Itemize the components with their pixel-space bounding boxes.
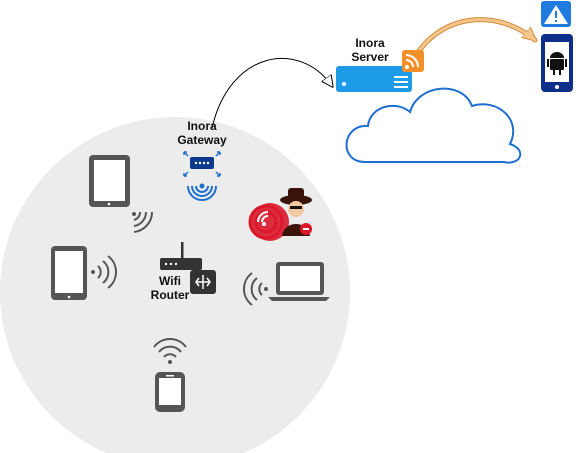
server-label-line1: Inora	[355, 36, 385, 50]
wifi-signal-icon	[91, 255, 117, 289]
attacker-icon	[248, 188, 312, 241]
server-label-line2: Server	[351, 50, 389, 64]
gateway-to-server-arrow	[211, 57, 332, 129]
cloud-icon	[345, 87, 522, 164]
gateway-label-line1: Inora	[187, 119, 217, 133]
rss-icon	[402, 50, 424, 72]
server-label: Inora Server	[346, 36, 394, 64]
wifi-signal-icon	[132, 211, 154, 233]
gateway-label-line2: Gateway	[177, 133, 227, 147]
router-label-line2: Router	[150, 288, 190, 302]
coverage-area	[0, 117, 350, 453]
router-label-line1: Wifi	[159, 274, 181, 288]
wifi-router-icon	[160, 242, 216, 294]
gateway-label: Inora Gateway	[172, 119, 232, 147]
wifi-signal-icon	[153, 338, 187, 364]
wifi-signal-icon	[243, 272, 268, 306]
tablet-icon	[51, 246, 87, 300]
tablet-icon	[89, 155, 130, 207]
laptop-icon	[268, 262, 330, 301]
server-to-phone-arrow	[409, 17, 538, 65]
smartphone-icon	[155, 372, 185, 412]
gateway-icon	[183, 151, 221, 201]
server-icon	[336, 66, 412, 92]
warning-icon	[541, 1, 571, 27]
android-phone-icon	[541, 34, 573, 92]
router-label: Wifi Router	[142, 274, 198, 302]
